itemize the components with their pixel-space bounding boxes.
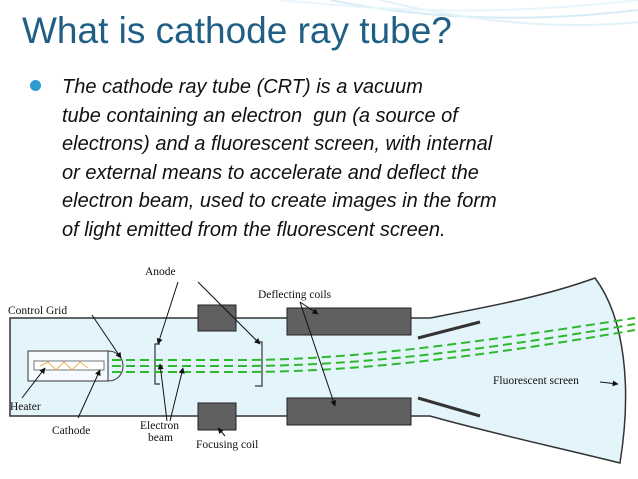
control-grid-pointer: [91, 314, 122, 359]
fluorescent-screen-pointer: [599, 380, 619, 387]
label-heater: Heater: [10, 401, 41, 413]
bullet-dot-icon: [30, 80, 41, 91]
decorative-background-lines: [279, 0, 638, 27]
deflection-plate-top: [417, 320, 481, 340]
bullet-line: electrons) and a fluorescent screen, wit…: [62, 133, 493, 155]
label-electron-beam: Electron: [140, 420, 179, 432]
anode-pointer: [197, 281, 261, 345]
label-electron-beam: beam: [148, 432, 173, 444]
electron-beam-pointer: [157, 363, 168, 422]
label-focusing-coil: Focusing coil: [196, 439, 258, 451]
label-anode: Anode: [145, 266, 176, 278]
bullet-line: or external means to accelerate and defl…: [62, 161, 479, 184]
electron-beam: [112, 317, 636, 361]
crt-diagram: Anode Deflecting coils Control Grid Fluo…: [8, 266, 636, 464]
electron-beam-pointer: [169, 367, 185, 422]
focusing-coil-pointer: [217, 427, 226, 437]
deflecting-coil-top: [286, 307, 412, 336]
deflection-plate-bottom: [417, 396, 481, 418]
label-fluorescent-screen: Fluorescent screen: [493, 375, 579, 387]
label-cathode: Cathode: [52, 425, 90, 437]
label-control-grid: Control Grid: [8, 305, 67, 317]
heater-pointer: [21, 367, 46, 399]
label-deflecting-coils: Deflecting coils: [258, 289, 332, 301]
deflecting-coils-pointer: [299, 301, 319, 315]
bullet-text: The cathode ray tube (CRT) is a vacuum t…: [62, 73, 497, 244]
heater-filament: [39, 361, 89, 371]
bullet-line: electron beam, used to create images in …: [62, 190, 497, 212]
focusing-coil-bottom: [197, 402, 237, 431]
anode-pointer: [156, 281, 179, 345]
cathode-element: [33, 360, 105, 371]
bullet-line: The cathode ray tube (CRT) is a vacuum: [62, 76, 423, 98]
focusing-coil-top: [197, 304, 237, 332]
cathode-pointer: [77, 369, 101, 419]
bullet-line: of light emitted from the fluorescent sc…: [62, 218, 446, 241]
control-grid-cap: [107, 350, 124, 382]
bullet-line: tube containing an electron gun (a sourc…: [62, 104, 458, 127]
deflecting-coil-bottom: [286, 397, 412, 426]
slide-title: What is cathode ray tube?: [22, 10, 452, 51]
deflecting-coils-pointer: [299, 301, 337, 407]
